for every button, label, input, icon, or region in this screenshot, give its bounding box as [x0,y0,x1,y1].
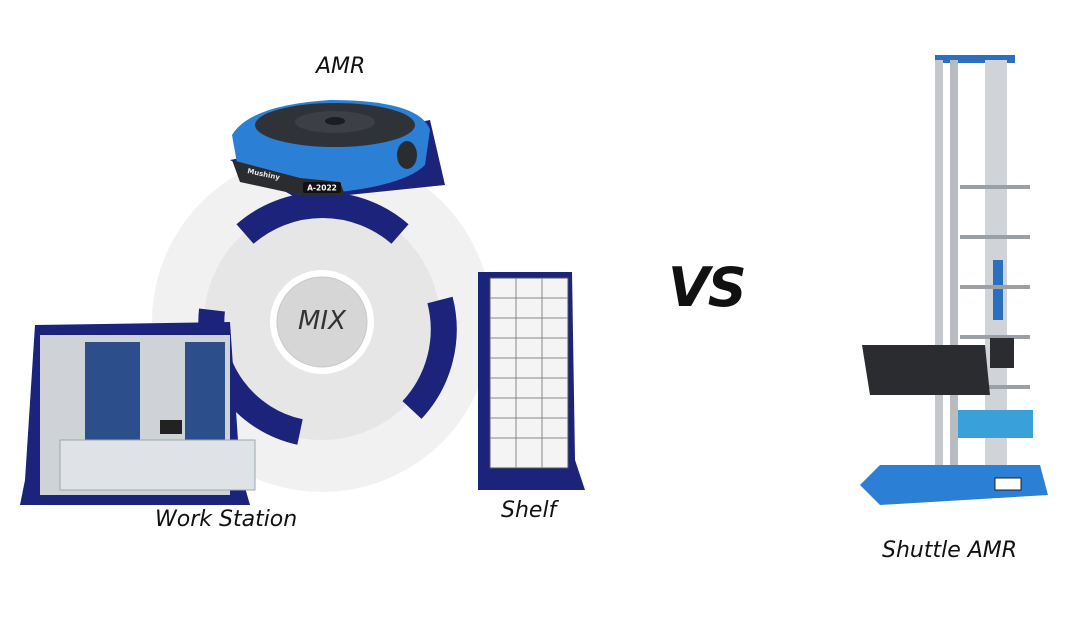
mix-circle [276,276,368,368]
shelf-image [478,272,585,490]
amr-plate-mark: A-2022 [307,184,337,193]
amr-robot-image [230,100,445,200]
label-work-station: Work Station [155,507,298,532]
work-station-image [20,322,256,505]
arc-right [402,296,457,419]
label-amr: AMR [316,54,366,79]
shuttle-amr-image [860,55,1048,505]
arc-top [236,192,409,245]
label-vs: VS [668,256,747,319]
label-mix: MIX [298,306,346,336]
label-shelf: Shelf [501,498,557,523]
label-shuttle-amr: Shuttle AMR [882,538,1018,563]
